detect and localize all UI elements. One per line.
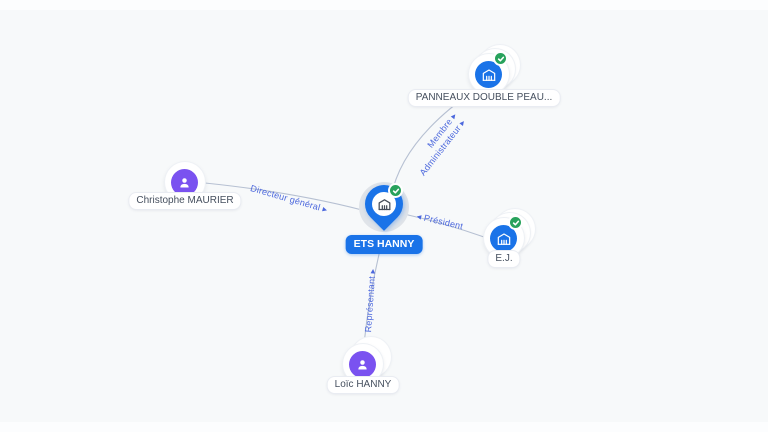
edge-loic-ets <box>363 249 381 345</box>
edge-ej-ets <box>403 213 485 238</box>
bottom-margin <box>0 422 768 432</box>
person-icon <box>171 169 198 196</box>
node-label-panneaux-double-peau[interactable]: PANNEAUX DOUBLE PEAU... <box>408 90 560 106</box>
person-icon <box>349 351 376 378</box>
node-label-loic-hanny[interactable]: Loïc HANNY <box>327 377 399 393</box>
node-label-ets-hanny[interactable]: ETS HANNY <box>345 235 423 254</box>
node-circle <box>469 51 509 94</box>
node-label-christophe-maurier[interactable]: Christophe MAURIER <box>129 193 241 209</box>
node-label-ej[interactable]: E.J. <box>488 251 520 267</box>
building-icon <box>378 198 390 210</box>
check-badge-icon <box>388 183 403 198</box>
edge-christophe-ets <box>204 182 363 211</box>
top-margin <box>0 0 768 10</box>
check-badge-icon <box>508 215 523 230</box>
check-badge-icon <box>493 51 508 66</box>
